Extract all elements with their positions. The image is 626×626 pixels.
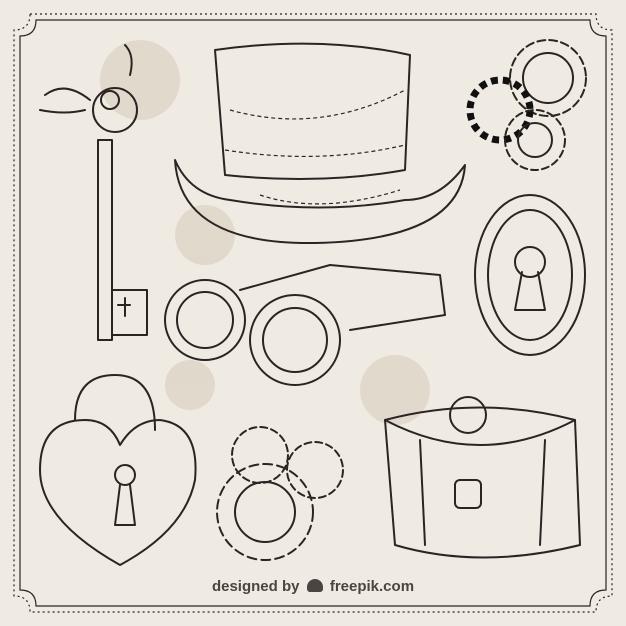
gears-top-right [466,39,587,171]
frame [13,13,613,613]
top-hat [174,42,466,245]
keyhole-plate [474,194,586,356]
heart-padlock [39,374,197,566]
credit-brand[interactable]: freepik.com [329,578,415,595]
gears-bottom [216,426,344,561]
ornate-key [39,44,148,341]
credit-prefix: designed by [211,578,300,595]
stains [100,40,430,425]
credit-line: designed by freepik.com [0,578,626,595]
goggles [164,264,446,386]
freepik-logo-icon [306,579,323,592]
satchel [384,396,581,559]
